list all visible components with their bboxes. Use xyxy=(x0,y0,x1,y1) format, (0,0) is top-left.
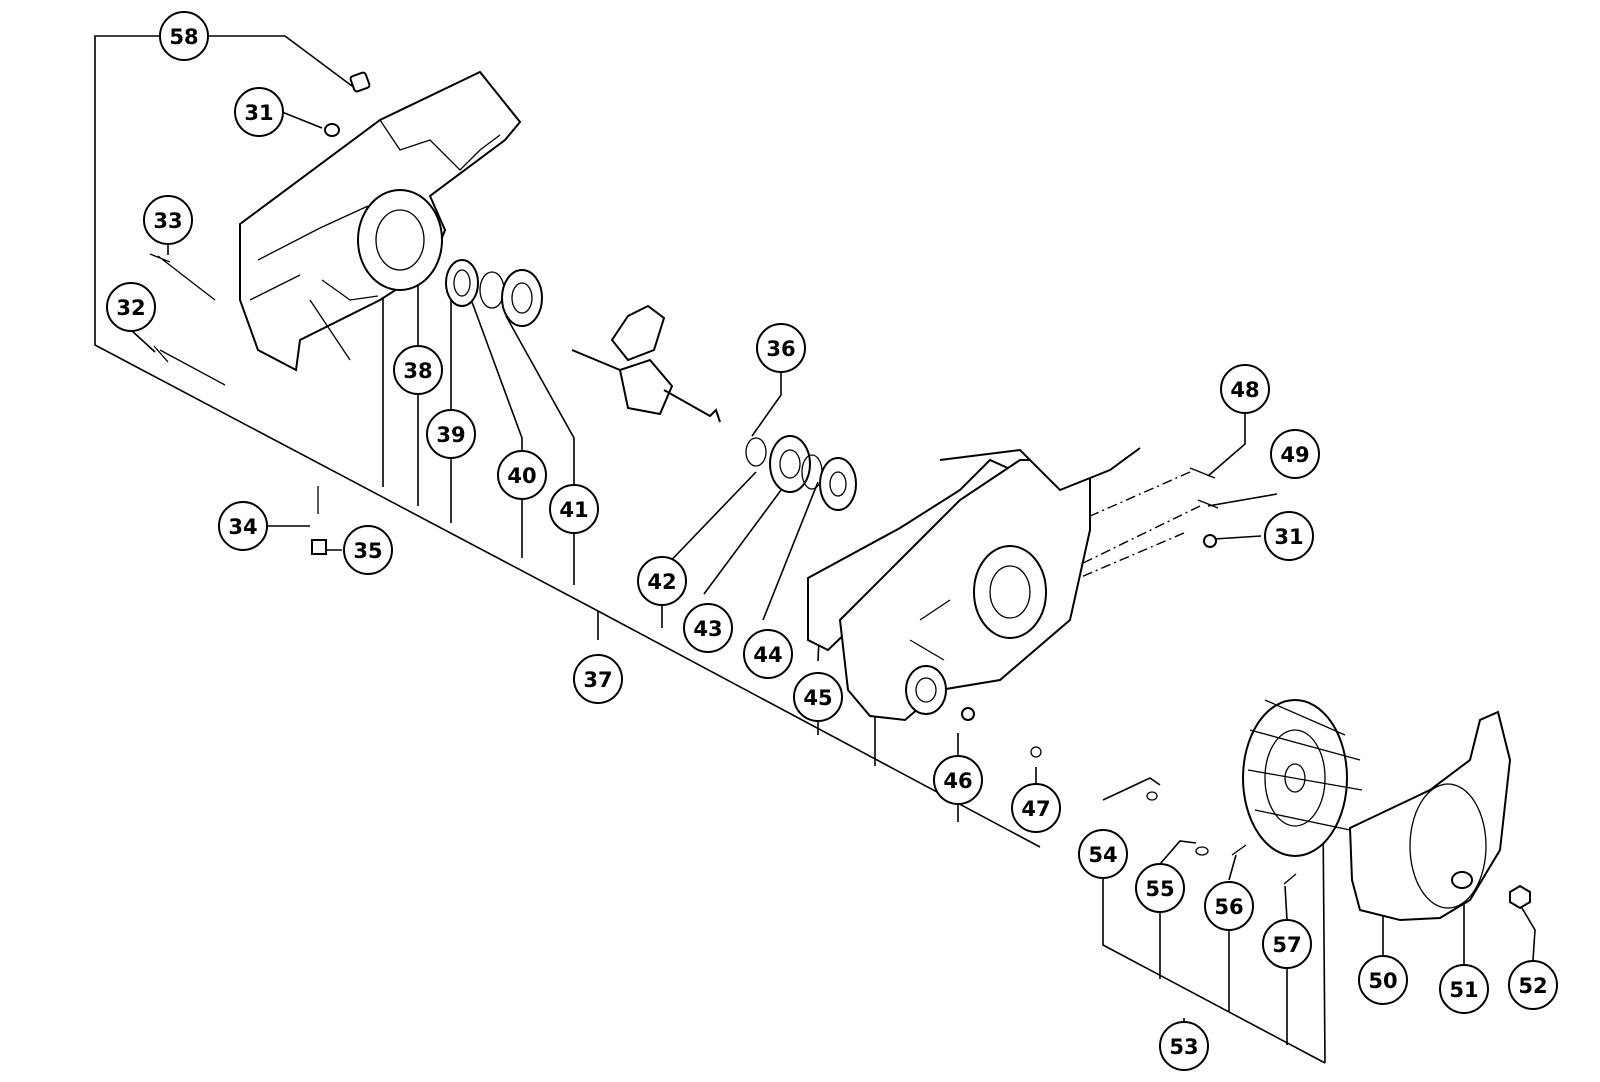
svg-text:35: 35 xyxy=(353,539,382,563)
callout-31-right: 31 xyxy=(1264,511,1314,561)
callout-33: 33 xyxy=(143,195,193,245)
callout-50: 50 xyxy=(1358,955,1408,1005)
callout-41: 41 xyxy=(549,484,599,534)
callout-34: 34 xyxy=(218,501,268,551)
crankcase-left-half xyxy=(239,70,522,372)
callout-32: 32 xyxy=(106,282,156,332)
svg-text:48: 48 xyxy=(1230,378,1259,402)
svg-text:44: 44 xyxy=(753,643,782,667)
seal-bearing-group-right xyxy=(745,435,857,511)
svg-text:43: 43 xyxy=(693,617,722,641)
callout-54: 54 xyxy=(1078,829,1128,879)
crankcase-right-half xyxy=(838,447,1141,722)
fan-cover xyxy=(1348,710,1531,922)
small-fasteners xyxy=(149,71,1297,885)
callout-58: 58 xyxy=(159,11,209,61)
svg-text:32: 32 xyxy=(116,296,145,320)
crankshaft xyxy=(571,304,721,423)
svg-text:55: 55 xyxy=(1145,877,1174,901)
svg-text:58: 58 xyxy=(169,25,198,49)
callout-44: 44 xyxy=(743,629,793,679)
svg-text:34: 34 xyxy=(228,515,257,539)
svg-text:54: 54 xyxy=(1088,843,1117,867)
svg-text:45: 45 xyxy=(803,686,832,710)
svg-text:39: 39 xyxy=(436,423,465,447)
svg-text:31: 31 xyxy=(244,101,273,125)
callout-36: 36 xyxy=(756,323,806,373)
svg-text:37: 37 xyxy=(583,668,612,692)
callout-56: 56 xyxy=(1204,881,1254,931)
svg-text:57: 57 xyxy=(1272,933,1301,957)
svg-text:38: 38 xyxy=(403,359,432,383)
callout-55: 55 xyxy=(1135,863,1185,913)
callout-46: 46 xyxy=(933,755,983,805)
svg-text:47: 47 xyxy=(1021,797,1050,821)
callout-52: 52 xyxy=(1508,960,1558,1010)
svg-text:42: 42 xyxy=(647,570,676,594)
svg-text:50: 50 xyxy=(1368,969,1397,993)
callout-37: 37 xyxy=(573,654,623,704)
leader-lines xyxy=(94,35,1536,1064)
svg-text:56: 56 xyxy=(1214,895,1243,919)
callout-38: 38 xyxy=(393,345,443,395)
callout-47: 47 xyxy=(1011,783,1061,833)
callout-39: 39 xyxy=(426,409,476,459)
callout-53: 53 xyxy=(1159,1021,1209,1071)
callout-31-top: 31 xyxy=(234,87,284,137)
svg-text:31: 31 xyxy=(1274,525,1303,549)
callout-48: 48 xyxy=(1220,364,1270,414)
callout-49: 49 xyxy=(1270,429,1320,479)
callout-35: 35 xyxy=(343,525,393,575)
svg-text:41: 41 xyxy=(559,498,588,522)
callout-43: 43 xyxy=(683,603,733,653)
svg-text:49: 49 xyxy=(1280,443,1309,467)
callout-51: 51 xyxy=(1439,964,1489,1014)
svg-text:33: 33 xyxy=(153,209,182,233)
flywheel xyxy=(1242,699,1363,857)
svg-text:36: 36 xyxy=(766,337,795,361)
callout-42: 42 xyxy=(637,556,687,606)
svg-text:53: 53 xyxy=(1169,1035,1198,1059)
callout-57: 57 xyxy=(1262,919,1312,969)
callout-45: 45 xyxy=(793,672,843,722)
svg-text:52: 52 xyxy=(1518,974,1547,998)
callout-40: 40 xyxy=(497,450,547,500)
svg-text:46: 46 xyxy=(943,769,972,793)
bearing-and-seal-group-left xyxy=(445,259,543,327)
svg-text:40: 40 xyxy=(507,464,536,488)
svg-text:51: 51 xyxy=(1449,978,1478,1002)
